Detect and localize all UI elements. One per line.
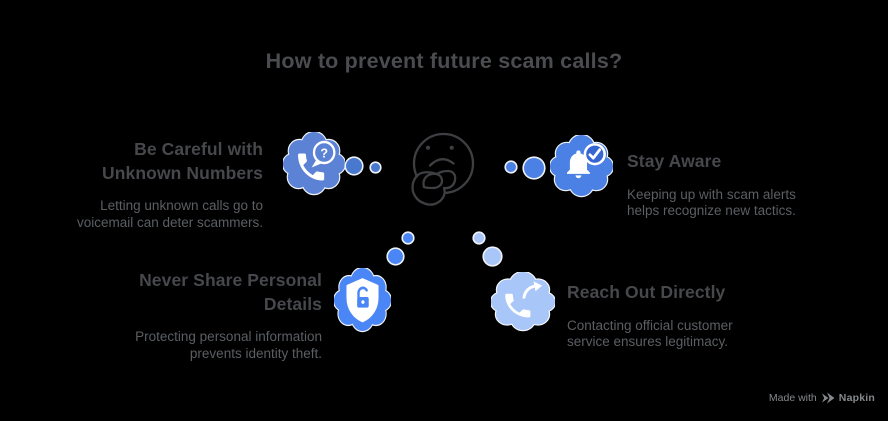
thought-dot [346,158,362,174]
thought-dot [484,248,501,265]
body-line: voicemail can deter scammers. [76,214,263,230]
heading-line: Never Share Personal [139,270,322,290]
body-line: helps recognize new tactics. [627,203,796,218]
section-heading: Reach Out Directly [567,281,802,305]
thought-dot [388,249,403,264]
thought-dot [506,162,516,172]
napkin-logo-icon [821,392,835,404]
body-line: Contacting official customer [567,317,733,333]
heading-line: Unknown Numbers [102,162,263,183]
phone-question-icon: ? [283,132,345,196]
thought-dot [371,163,380,172]
section-reach-out: Reach Out Directly Contacting official c… [567,281,802,351]
body-line: Letting unknown calls go to [100,198,263,213]
thinking-face-icon [411,132,475,206]
thought-dot [474,233,484,243]
bell-check-icon [550,135,613,198]
section-heading: Stay Aware [627,150,852,174]
thought-dot [403,233,413,243]
watermark: Made with Napkin [769,392,875,404]
heading-line: Reach Out Directly [567,282,726,302]
heading-line: Stay Aware [627,151,722,171]
phone-outgoing-icon [491,272,555,332]
svg-text:?: ? [320,145,328,160]
watermark-brand: Napkin [838,392,875,404]
thought-dot [524,158,544,178]
watermark-text: Made with [768,392,817,404]
body-line: service ensures legitimacy. [567,334,729,349]
heading-line: Details [263,293,322,314]
shield-lock-icon [334,268,391,333]
body-line: Keeping up with scam alerts [627,186,796,202]
body-line: prevents identity theft. [189,345,322,361]
body-line: Protecting personal information [135,329,322,344]
heading-line: Be Careful with [134,139,263,159]
page-title: How to prevent future scam calls? [265,49,623,73]
